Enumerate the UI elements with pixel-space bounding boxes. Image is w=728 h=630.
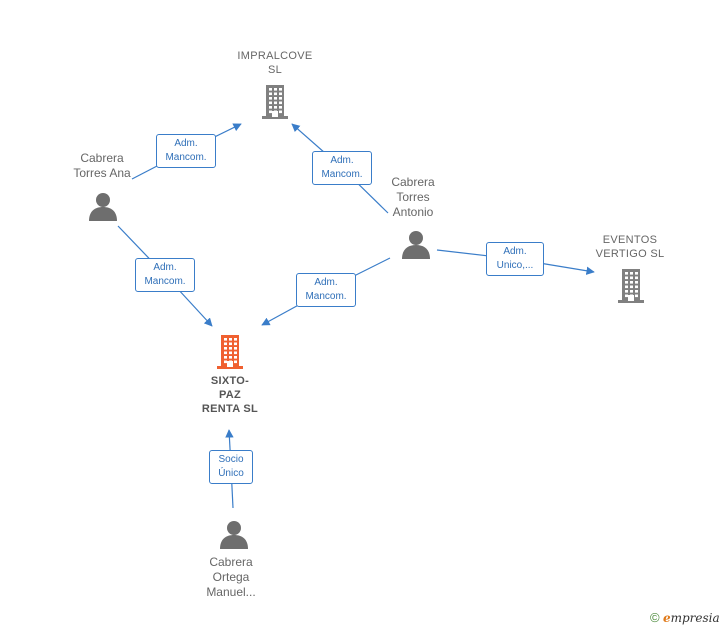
relation-line: Adm. <box>153 262 177 273</box>
relation-line: Mancom. <box>144 276 186 287</box>
relation-line: Adm. <box>330 155 354 166</box>
brand-rest: mpresia <box>670 611 720 625</box>
label-line: RENTA SL <box>201 403 259 415</box>
company-label-eventos[interactable]: EVENTOS VERTIGO SL <box>578 233 682 261</box>
label-line: Ortega <box>212 570 250 584</box>
relation-antonio-impralcove[interactable]: Adm. Mancom. <box>312 151 372 185</box>
relation-antonio-eventos[interactable]: Adm. Unico,... <box>486 242 544 276</box>
relation-line: Socio <box>218 454 244 465</box>
label-line: IMPRALCOVE <box>237 50 313 62</box>
company-label-sixto[interactable]: SIXTO- PAZ RENTA SL <box>178 374 282 416</box>
building-icon[interactable] <box>260 84 290 120</box>
label-line: EVENTOS <box>602 234 658 246</box>
building-icon[interactable] <box>215 334 245 370</box>
label-line: VERTIGO SL <box>595 248 665 260</box>
person-icon[interactable] <box>401 229 431 259</box>
building-icon[interactable] <box>616 268 646 304</box>
relation-ana-sixto[interactable]: Adm. Mancom. <box>135 258 195 292</box>
relation-line: Mancom. <box>165 152 207 163</box>
brand-initial: e <box>662 611 671 625</box>
person-icon[interactable] <box>219 519 249 549</box>
brand-logo: empresia <box>663 611 720 625</box>
label-line: SL <box>267 64 283 76</box>
relation-ana-impralcove[interactable]: Adm. Mancom. <box>156 134 216 168</box>
label-line: Antonio <box>392 205 434 219</box>
relation-line: Único <box>218 468 244 479</box>
person-label-cabrera-ana[interactable]: Cabrera Torres Ana <box>52 151 152 181</box>
label-line: Cabrera <box>391 175 435 189</box>
company-label-impralcove[interactable]: IMPRALCOVE SL <box>223 49 327 77</box>
relation-line: Unico,... <box>496 260 534 271</box>
person-icon[interactable] <box>88 191 118 221</box>
relation-antonio-sixto[interactable]: Adm. Mancom. <box>296 273 356 307</box>
empresia-watermark: © empresia <box>650 610 720 625</box>
label-line: Torres Ana <box>73 166 131 180</box>
person-label-cabrera-antonio[interactable]: Cabrera Torres Antonio <box>363 175 463 220</box>
label-line: PAZ <box>218 389 242 401</box>
label-line: Torres <box>396 190 430 204</box>
label-line: Cabrera <box>80 151 124 165</box>
relation-manuel-sixto[interactable]: Socio Único <box>209 450 253 484</box>
relation-line: Mancom. <box>321 169 363 180</box>
relation-line: Adm. <box>503 246 527 257</box>
relation-line: Adm. <box>314 277 338 288</box>
label-line: Cabrera <box>209 555 253 569</box>
label-line: Manuel... <box>206 585 256 599</box>
relation-line: Adm. <box>174 138 198 149</box>
relation-line: Mancom. <box>305 291 347 302</box>
copyright-icon: © <box>650 610 660 625</box>
label-line: SIXTO- <box>210 375 250 387</box>
person-label-cabrera-manuel[interactable]: Cabrera Ortega Manuel... <box>181 555 281 600</box>
